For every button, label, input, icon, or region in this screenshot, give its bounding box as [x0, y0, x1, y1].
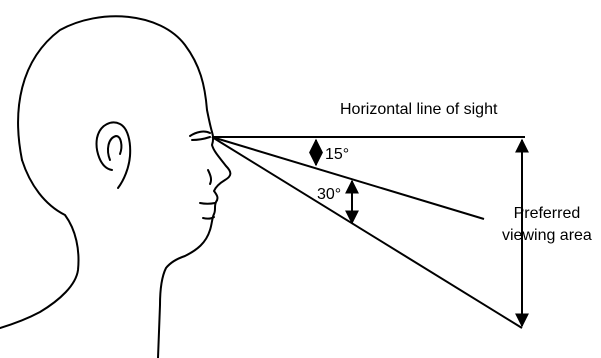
chin-crease	[203, 217, 214, 219]
ear-outline	[97, 123, 131, 188]
angle-15-label: 15°	[325, 146, 349, 164]
ear-inner	[108, 136, 121, 160]
preferred-viewing-area-label: Preferred viewing area	[502, 203, 592, 247]
eye-lid	[192, 137, 210, 140]
angle-arrows	[316, 140, 522, 326]
angle-30-label: 30°	[317, 186, 341, 204]
preferred-label-line1: Preferred	[502, 203, 592, 225]
head-profile	[0, 16, 230, 358]
horizontal-line-label: Horizontal line of sight	[340, 101, 497, 119]
sight-lines	[212, 137, 525, 328]
preferred-label-line2: viewing area	[502, 225, 592, 247]
eye-outline	[190, 132, 210, 136]
nostril	[208, 170, 211, 184]
mouth	[200, 203, 215, 204]
sight-line-30-deg	[212, 137, 522, 328]
neck-back-outline	[0, 160, 78, 328]
